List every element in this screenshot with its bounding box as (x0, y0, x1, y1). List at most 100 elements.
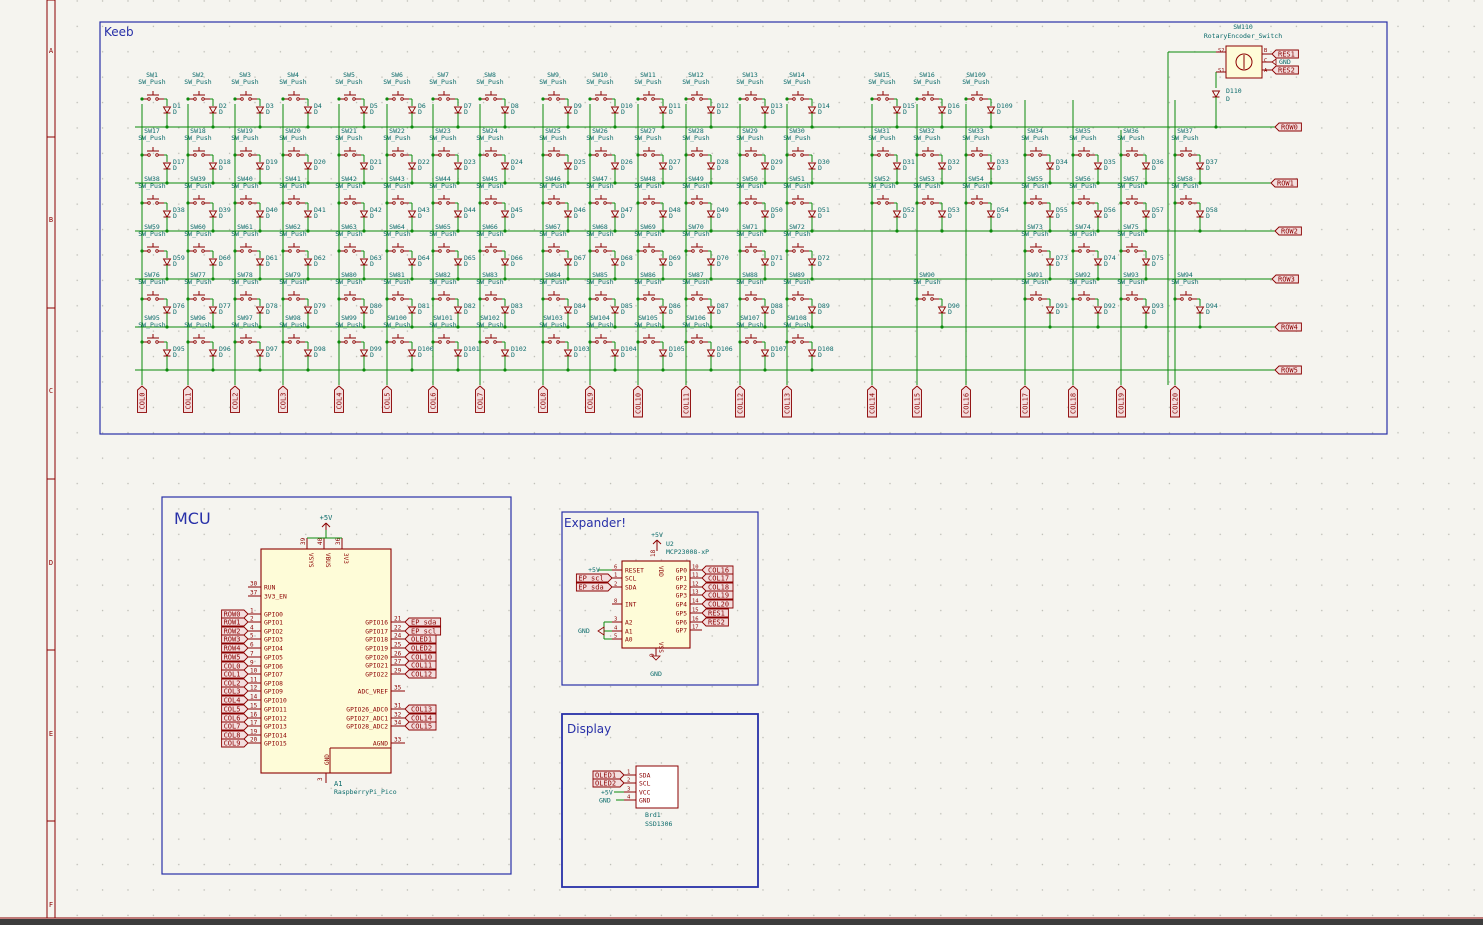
switch-ref: SW52 (874, 175, 890, 183)
switch-contact (1038, 153, 1042, 157)
switch-ref: SW3 (239, 71, 251, 79)
switch-contact (438, 340, 442, 344)
switch-ref: SW20 (285, 127, 301, 135)
switch-value: SW_Push (231, 78, 258, 86)
switch-contact (792, 97, 796, 101)
junction (1023, 297, 1027, 301)
pin-name: A2 (625, 620, 633, 627)
switch-value: SW_Push (138, 78, 165, 86)
switch-contact (296, 249, 300, 253)
switch-value: SW_Push (1171, 134, 1198, 142)
junction (385, 153, 389, 157)
switch-ref: SW63 (341, 223, 357, 231)
switch-value: SW_Push (1021, 278, 1048, 286)
switch-value: SW_Push (634, 182, 661, 190)
pin-name: GPIO21 (365, 663, 388, 670)
switch-contact (352, 340, 356, 344)
net-label-text: COL8 (224, 732, 241, 740)
junction (186, 340, 190, 344)
diode-value: D (669, 108, 673, 116)
diode-body (500, 162, 510, 170)
junction (684, 297, 688, 301)
diode-value: D (266, 260, 270, 268)
switch-ref: SW85 (592, 271, 608, 279)
gnd-label: GND (650, 670, 662, 678)
pin-number: 20 (250, 737, 258, 744)
pin-name: GPIO10 (264, 698, 287, 705)
switch-contact (493, 297, 497, 301)
junction (940, 229, 944, 233)
pin-name: SCL (625, 576, 637, 583)
switch-contact (930, 97, 934, 101)
row-label: ROW3 (1271, 274, 1299, 284)
column-label-text: COL12 (737, 393, 745, 414)
switch-value: SW_Push (138, 278, 165, 286)
switch-ref: SW29 (742, 127, 758, 135)
diode-value: D (948, 308, 952, 316)
junction (337, 201, 341, 205)
junction (1198, 325, 1202, 329)
switch-contact (548, 97, 552, 101)
diode-body (359, 106, 369, 114)
encoder-pin: B (1264, 48, 1268, 54)
switch-value: SW_Push (634, 230, 661, 238)
diode-value: D (418, 260, 422, 268)
switch-ref: SW67 (545, 223, 561, 231)
diode-ref: D27 (669, 158, 681, 166)
net-label-shape (1274, 122, 1302, 132)
net-label-text: COL6 (224, 715, 241, 723)
junction (709, 181, 713, 185)
column-label-text: COL0 (139, 393, 147, 410)
diode-body (1195, 162, 1205, 170)
junction (211, 368, 215, 372)
diode-body (303, 258, 313, 266)
switch-value: SW_Push (736, 78, 763, 86)
switch-contact (352, 97, 356, 101)
column-label-shape (334, 385, 344, 413)
pin-name: A1 (625, 629, 633, 636)
column-label-shape (230, 385, 240, 413)
switch-ref: SW101 (433, 314, 453, 322)
diode-body (563, 162, 573, 170)
net-label-text: COL9 (224, 740, 241, 748)
junction (281, 297, 285, 301)
net-label-text: COL3 (224, 688, 241, 696)
oled-body (635, 765, 679, 809)
junction (186, 97, 190, 101)
switch-value: SW_Push (539, 134, 566, 142)
diode-body (453, 349, 463, 357)
row-label: ROW2 (1274, 226, 1302, 236)
diode-value: D (1104, 308, 1108, 316)
encoder-net-label: RES1 (1271, 49, 1299, 59)
switch-contact (792, 153, 796, 157)
border-letter: E (49, 730, 53, 738)
mcu-net-label: COL3 (221, 686, 249, 696)
mcu-net-label: COL6 (221, 713, 249, 723)
pin-number: 36 (335, 537, 342, 545)
junction (1023, 201, 1027, 205)
junction (140, 340, 144, 344)
diode-ref: D102 (511, 345, 527, 353)
diode-value: D (818, 108, 822, 116)
column-label-shape (278, 385, 288, 413)
junction (763, 325, 767, 329)
switch-contact (556, 201, 560, 205)
junction (785, 249, 789, 253)
junction (915, 201, 919, 205)
diode-body (892, 162, 902, 170)
switch-ref: SW79 (285, 271, 301, 279)
junction (870, 97, 874, 101)
switch-contact (699, 97, 703, 101)
diode-value: D (621, 308, 625, 316)
net-label-shape (221, 713, 249, 723)
diode-value: D (511, 308, 515, 316)
pin-number: 15 (250, 703, 258, 710)
